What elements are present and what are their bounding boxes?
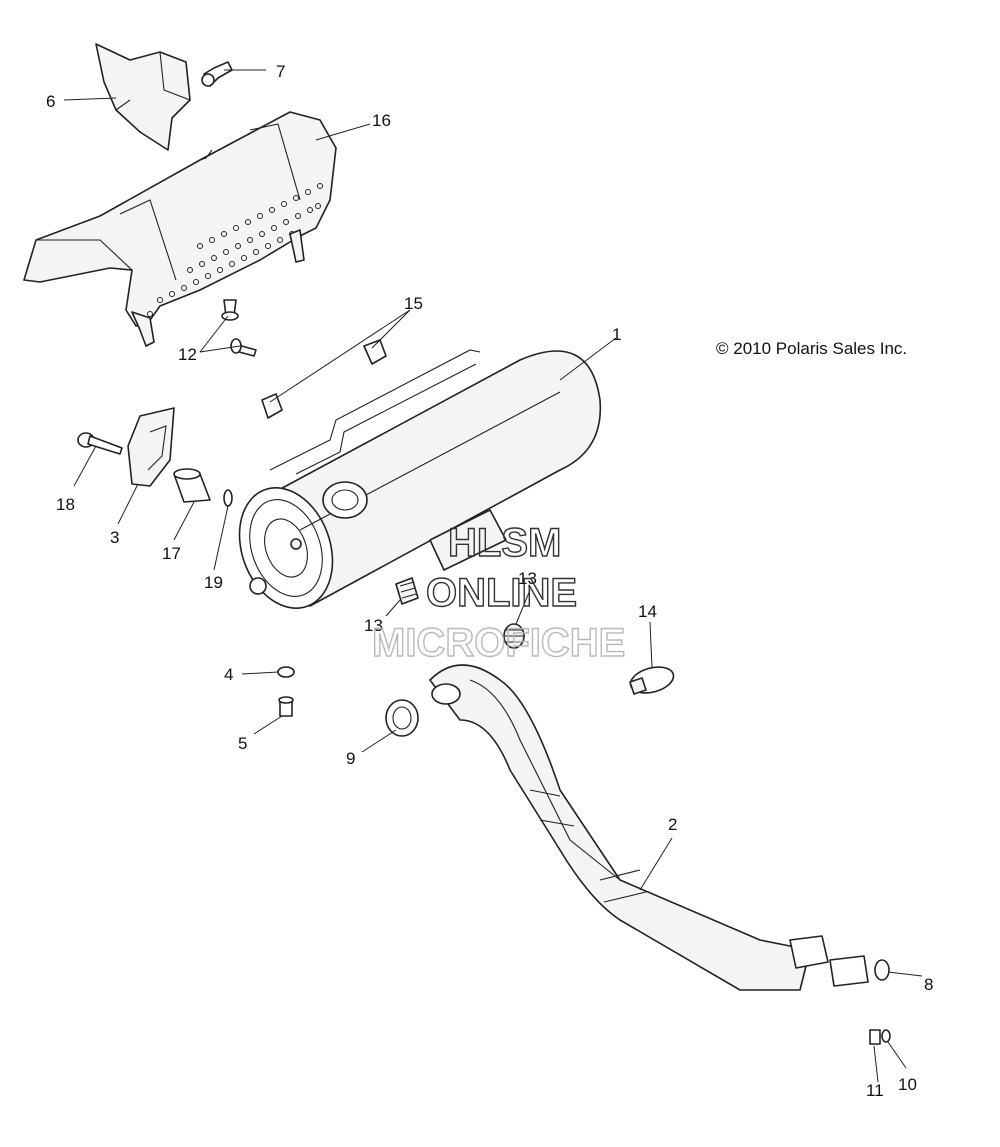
shield-perforations <box>147 183 323 317</box>
callout-12: 12 <box>178 345 197 364</box>
part-13-spring-left <box>395 577 419 605</box>
part-19-washer <box>223 489 233 507</box>
callout-13-right: 13 <box>518 569 537 588</box>
callout-16: 16 <box>372 111 391 130</box>
callout-9: 9 <box>346 749 355 768</box>
part-14-clamp <box>629 666 675 695</box>
part-1-muffler <box>238 349 602 609</box>
callout-8: 8 <box>924 975 933 994</box>
watermark: HLSM ONLINE MICROFICHE <box>371 520 626 665</box>
part-18-bolt <box>77 432 123 455</box>
callout-11: 11 <box>866 1081 884 1100</box>
part-6-heat-shield-bracket <box>95 43 191 151</box>
part-16-heat-shield <box>23 111 337 347</box>
part-17-spacer <box>173 468 211 503</box>
watermark-line-1: HLSM <box>448 521 561 565</box>
part-15-clips <box>261 339 387 419</box>
callout-7: 7 <box>276 62 285 81</box>
part-13-spring-right <box>503 623 525 649</box>
part-4-nut <box>277 666 295 678</box>
callout-5: 5 <box>238 734 247 753</box>
part-11-nut <box>869 1029 881 1045</box>
callout-4: 4 <box>224 665 233 684</box>
copyright-text: © 2010 Polaris Sales Inc. <box>716 339 907 358</box>
watermark-line-2: ONLINE <box>426 571 577 615</box>
callout-19: 19 <box>204 573 223 592</box>
callout-15: 15 <box>404 294 423 313</box>
callout-13-left: 13 <box>364 616 383 635</box>
part-8-gasket <box>874 959 890 981</box>
part-7-rivet <box>201 61 233 87</box>
callout-17: 17 <box>162 544 181 563</box>
part-5-plug <box>278 696 294 717</box>
callout-10: 10 <box>898 1075 917 1094</box>
callout-18: 18 <box>56 495 75 514</box>
part-2-head-pipe <box>429 664 869 991</box>
callout-6: 6 <box>46 92 55 111</box>
callout-3: 3 <box>110 528 119 547</box>
callout-14: 14 <box>638 602 657 621</box>
watermark-line-3: MICROFICHE <box>372 621 625 665</box>
callout-labels: 1 2 3 4 5 6 7 8 9 10 11 12 13 13 14 15 1… <box>46 62 933 1100</box>
callout-1: 1 <box>612 325 621 344</box>
part-10-clip <box>881 1029 891 1043</box>
part-9-gasket <box>385 699 419 737</box>
callout-2: 2 <box>668 815 677 834</box>
part-3-bracket <box>127 407 175 487</box>
leader-lines <box>63 69 923 1083</box>
